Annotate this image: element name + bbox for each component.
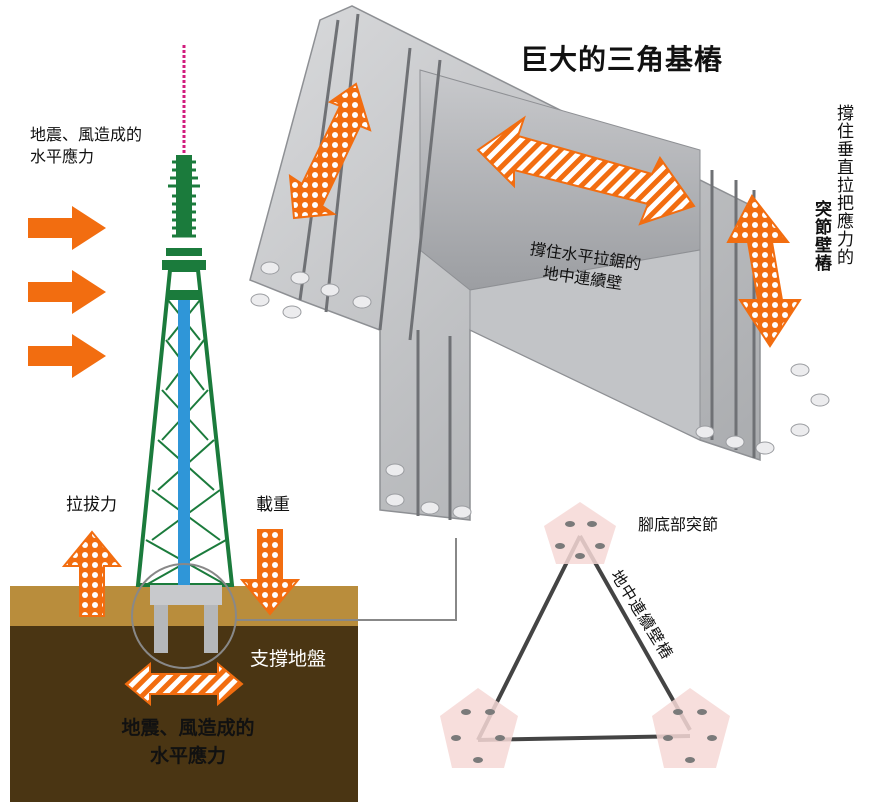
vertical-force-arrow-right [726, 194, 802, 348]
pullout-arrow [61, 530, 123, 617]
horizontal-force-arrow-structure [476, 115, 696, 226]
tower-deck-2 [166, 290, 202, 300]
structure-inner-wall [469, 249, 701, 441]
triangle-side-right [578, 535, 692, 731]
pullout-label: 拉拔力 [66, 495, 117, 515]
ground [10, 586, 358, 802]
left-force-top-line-1: 地震、風造成的 [30, 125, 143, 144]
tower-core [178, 300, 190, 585]
zoom-circle [131, 563, 237, 669]
vertical-wall-label: 撐住垂直拉把應力的 突節壁樁 [810, 104, 854, 272]
ground-label: 支撐地盤 [250, 648, 327, 670]
foot-label: 腳底部突節 [638, 515, 719, 534]
force-arrow-3 [28, 334, 106, 378]
tower-deck-1b [166, 248, 202, 256]
ground-bearing-layer [10, 626, 358, 802]
foundation-pile-right [204, 605, 218, 653]
diagram-title: 巨大的三角基樁 [520, 43, 724, 76]
left-force-bottom-line-1: 地震、風造成的 [121, 717, 255, 739]
foot-node-studs [451, 521, 717, 763]
load-label: 載重 [256, 495, 290, 515]
ground-horizontal-arrow [124, 661, 244, 707]
left-force-bottom-label: 地震、風造成的 水平應力 [92, 714, 284, 770]
foot-node-left [440, 688, 518, 768]
left-force-bottom-line-2: 水平應力 [149, 745, 226, 767]
foot-node-right [652, 688, 730, 768]
triangle-side-bottom [477, 734, 691, 742]
left-force-top-label: 地震、風造成的 水平應力 [30, 124, 142, 168]
foundation-pile-left [154, 605, 168, 653]
zoom-connector [236, 538, 457, 621]
horizontal-force-arrows [28, 206, 106, 378]
tower [135, 45, 235, 653]
left-force-top-line-2: 水平應力 [30, 147, 95, 166]
tower-legs [135, 268, 235, 587]
load-arrow [239, 529, 301, 616]
force-arrow-2 [28, 270, 106, 314]
tower-deck-1 [162, 260, 206, 270]
tower-foundation [150, 585, 222, 605]
vertical-wall-line-1: 撐住垂直拉把應力的 [833, 104, 853, 266]
vertical-wall-line-2: 突節壁樁 [811, 200, 831, 272]
triangle-plan [440, 502, 730, 768]
structure-nodes [250, 261, 830, 519]
tower-ribs [168, 160, 200, 238]
vertical-force-arrow-left [288, 82, 372, 220]
force-arrow-1 [28, 206, 106, 250]
